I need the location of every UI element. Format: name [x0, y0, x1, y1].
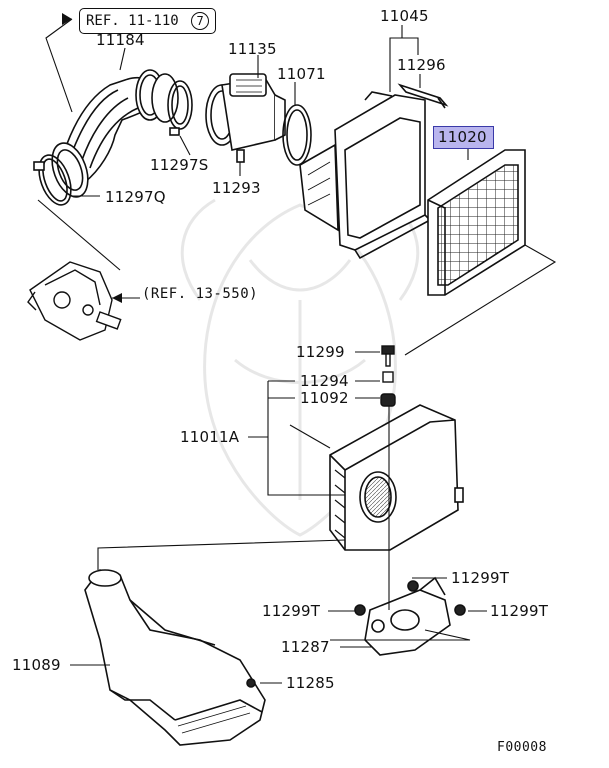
bolt-and-bushings: [380, 345, 396, 407]
part-label-11135[interactable]: 11135: [228, 40, 277, 58]
hose-clamp-11297s: [167, 80, 193, 136]
airflow-sensor: [205, 73, 286, 163]
arrow-marks: [62, 13, 122, 303]
part-label-11299[interactable]: 11299: [296, 343, 345, 361]
ref-13-550-label[interactable]: (REF. 13-550): [142, 286, 259, 302]
gasket-ring: [282, 104, 312, 166]
part-label-11297q[interactable]: 11297Q: [105, 188, 166, 206]
part-label-11296[interactable]: 11296: [397, 56, 446, 74]
part-label-11092[interactable]: 11092: [300, 389, 349, 407]
air-cleaner-cover: [299, 91, 432, 260]
hose-clamp-11297q: [33, 154, 72, 206]
ref-11-110-circled-number: 7: [191, 12, 210, 30]
part-label-11299t-top[interactable]: 11299T: [451, 569, 510, 587]
clip-bracket: [397, 83, 449, 109]
ref-11-110-text: REF. 11-110: [86, 13, 179, 29]
part-label-11299t-left[interactable]: 11299T: [262, 602, 321, 620]
intake-duct: [84, 569, 266, 746]
part-label-11071[interactable]: 11071: [277, 65, 326, 83]
leader-lines: [37, 18, 557, 684]
air-cleaner-case: [329, 404, 464, 551]
part-label-11285[interactable]: 11285: [286, 674, 335, 692]
throttle-body: [27, 261, 122, 341]
part-label-11294[interactable]: 11294: [300, 372, 349, 390]
part-label-11089[interactable]: 11089: [12, 656, 61, 674]
part-label-11020-highlighted[interactable]: 11020: [433, 126, 494, 149]
part-label-11299t-right[interactable]: 11299T: [490, 602, 549, 620]
watermark-emblem: [180, 198, 420, 537]
part-label-11184[interactable]: 11184: [96, 31, 145, 49]
part-label-11293[interactable]: 11293: [212, 179, 261, 197]
part-label-11011a[interactable]: 11011A: [180, 428, 240, 446]
ref-11-110-box[interactable]: REF. 11-110 7: [79, 8, 217, 34]
air-filter-element: [427, 149, 526, 296]
part-label-11297s[interactable]: 11297S: [150, 156, 209, 174]
part-label-11287[interactable]: 11287: [281, 638, 330, 656]
coupler-ring: [135, 69, 179, 123]
mounting-bracket: [354, 576, 466, 656]
diagram-reference-code: F00008: [497, 740, 547, 755]
part-label-11045[interactable]: 11045: [380, 7, 429, 25]
